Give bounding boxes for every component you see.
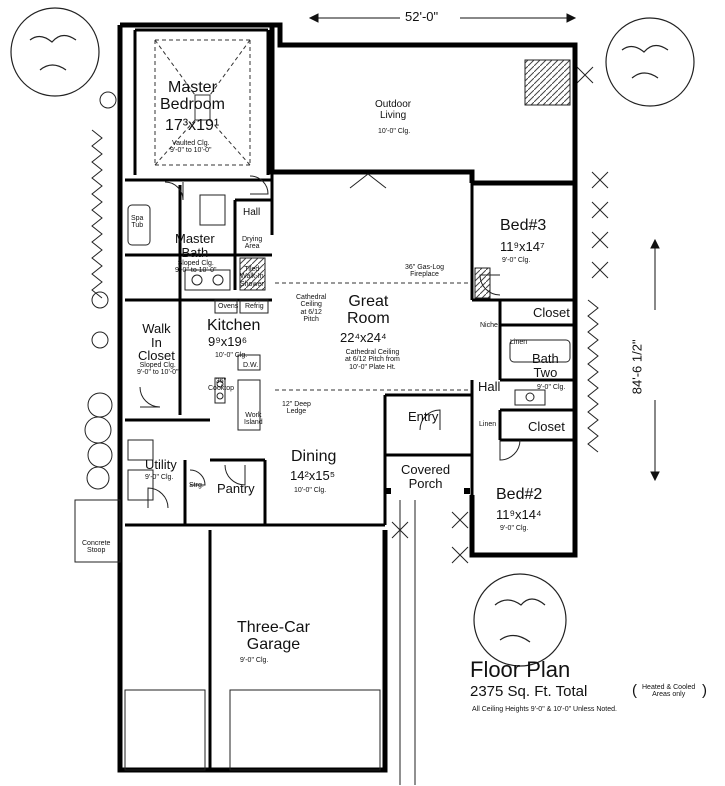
legend-total: 2375 Sq. Ft. Total (470, 683, 588, 700)
closet2-name: Closet (528, 419, 565, 434)
ledge-note: 12" Deep Ledge (282, 401, 311, 416)
entry-name: Entry (408, 409, 439, 424)
bed3-name: Bed#3 (500, 217, 547, 234)
closet3-name: Closet (533, 305, 570, 320)
bath-two-note: 9'-0" Clg. (537, 384, 566, 391)
concrete-stoop-name: Concrete Stoop (82, 540, 111, 555)
outdoor-living-name: Outdoor Living (375, 99, 412, 121)
garage-note: 9'-0" Clg. (240, 657, 269, 664)
dining-name: Dining (291, 448, 337, 465)
drying-area-name: Drying Area (242, 236, 263, 251)
walkin-closet-note: Sloped Clg. 9'-0" to 10'-0" (137, 362, 179, 377)
hall-mid-name: Hall (478, 379, 501, 394)
stoop-outline (74, 499, 121, 563)
porch-posts (385, 488, 470, 494)
hall-top-name: Hall (243, 207, 261, 218)
shrub-row-left (91, 91, 117, 349)
bed2-name: Bed#2 (496, 486, 543, 503)
bath-two-name: Bath Two (532, 351, 559, 380)
dining-size: 14²x15⁵ (290, 468, 336, 483)
covered-porch-name: Covered Porch (401, 462, 451, 491)
width-dimension: 52'-0" (405, 9, 439, 24)
tree-icon (10, 7, 100, 97)
bed2-size: 11⁹x14⁴ (496, 507, 542, 522)
cathedral-ceiling-note: Cathedral Ceiling at 6/12 Pitch (296, 294, 327, 324)
shrub-row-right (587, 299, 599, 453)
depth-dimension-line (650, 238, 660, 482)
niche-name: Niche (480, 322, 498, 329)
master-bath-name: Master Bath (175, 231, 215, 260)
storage-name: Strg. (189, 482, 204, 489)
linen2-name: Linen (479, 421, 497, 428)
width-dimension-line (308, 13, 577, 23)
garage-doors (124, 689, 381, 771)
legend-close-paren: ) (702, 682, 707, 699)
palm-icons (391, 66, 609, 564)
vaulted-ceiling-center (194, 94, 211, 121)
depth-dimension: 84'-6 1/2" (629, 339, 645, 395)
legend-open-paren: ( (632, 682, 637, 699)
kitchen-note: 10'-0" Clg. (215, 352, 248, 359)
master-bath-note: Sloped Clg. 9'-0" to 10'-0" (175, 260, 217, 275)
spa-tub-name: Spa Tub (131, 215, 144, 230)
refrig-name: Refrig (245, 303, 264, 310)
great-room-note: Cathedral Ceiling at 6/12 Pitch from 10'… (345, 349, 400, 371)
legend-title: Floor Plan (470, 657, 571, 682)
bed2-note: 9'-0" Clg. (500, 525, 529, 532)
walkin-closet-name: Walk In Closet (138, 321, 175, 364)
dw-name: D.W. (243, 362, 259, 369)
master-bedroom-note: Vaulted Clg. 9'-0" to 10'-0" (170, 140, 212, 155)
tree-icon (605, 17, 695, 107)
walkway (399, 500, 416, 785)
dashed-lines (154, 39, 470, 391)
cooktop-name: 36" Cooktop (208, 378, 235, 393)
door-swings (139, 173, 521, 509)
kitchen-size: 9⁹x19⁶ (208, 334, 248, 349)
fireplace-note: 36" Gas-Log Fireplace (405, 264, 445, 279)
dining-note: 10'-0" Clg. (294, 487, 327, 494)
kitchen-name: Kitchen (207, 317, 261, 334)
bed3-note: 9'-0" Clg. (502, 257, 531, 264)
master-bedroom-size: 17³x19¹ (165, 117, 220, 134)
outdoor-living-note: 10'-0" Clg. (378, 128, 411, 135)
utility-note: 9'-0" Clg. (145, 474, 174, 481)
walkin-shower-name: Tiled Walk-In Shower (240, 266, 264, 288)
bed3-size: 11⁹x14⁷ (500, 239, 545, 254)
tree-icon (473, 573, 567, 667)
great-room-size: 22⁴x24⁴ (340, 330, 387, 345)
fixtures (127, 59, 571, 501)
utility-name: Utility (145, 457, 177, 472)
master-bedroom-name: Master Bedroom (160, 79, 225, 113)
garage-name: Three-Car Garage (237, 619, 310, 653)
legend-paren-note: Heated & Cooled Areas only (642, 684, 696, 699)
pantry-name: Pantry (217, 481, 255, 496)
great-room-name: Great Room (347, 293, 390, 327)
work-island-name: Work Island (244, 412, 263, 427)
bush-cluster (84, 392, 113, 490)
legend-footnote: All Ceiling Heights 9'-0" & 10'-0" Unles… (472, 706, 617, 713)
linen1-name: Linen (510, 339, 528, 346)
ovens-name: Ovens (218, 303, 239, 310)
